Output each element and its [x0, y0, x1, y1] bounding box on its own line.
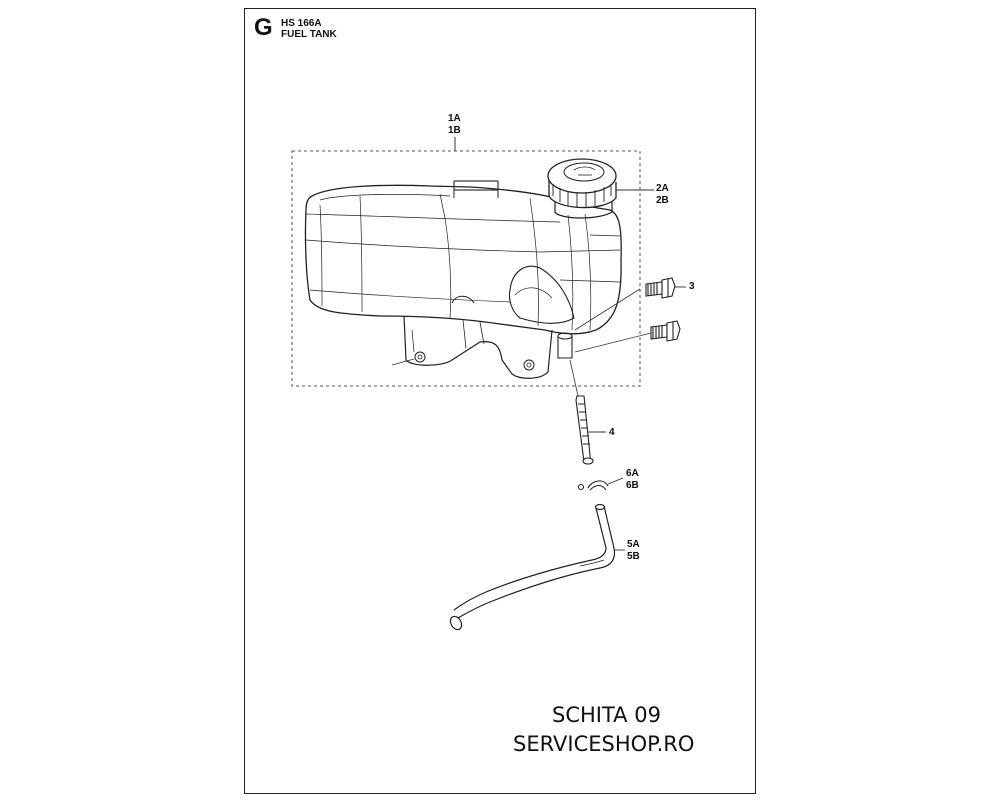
leader-bracket — [391, 358, 415, 366]
callout-tank-a: 1A — [448, 113, 461, 124]
fuel-filter — [575, 395, 594, 465]
callout-cap: 2A 2B — [656, 183, 669, 207]
callout-hose: 5A 5B — [627, 539, 640, 563]
section-title: FUEL TANK — [281, 29, 337, 40]
hose-clamp — [577, 480, 609, 491]
callout-hose-b: 5B — [627, 551, 640, 562]
model-number: HS 166A — [281, 18, 322, 29]
callout-clamp: 6A 6B — [626, 468, 639, 492]
assembly-line-screw-upper — [574, 288, 641, 331]
callout-cap-b: 2B — [656, 195, 669, 206]
section-letter: G — [254, 14, 273, 41]
callout-filter: 4 — [609, 427, 615, 438]
assembly-line-screw-lower — [574, 332, 652, 353]
callout-screw: 3 — [689, 281, 695, 292]
shop-name: SERVICESHOP.RO — [513, 732, 695, 756]
leader-clamp — [607, 477, 624, 485]
callout-tank-b: 1B — [448, 125, 461, 136]
screw-lower — [650, 320, 681, 342]
sketch-number: SCHITA 09 — [552, 703, 661, 727]
assembly-line-filter — [569, 359, 579, 397]
fuel-tank — [304, 180, 622, 379]
screw-upper — [645, 277, 676, 299]
fuel-hose — [449, 503, 616, 631]
drawing-frame — [244, 8, 756, 794]
callout-tank: 1A 1B — [448, 113, 461, 137]
callout-clamp-a: 6A — [626, 468, 639, 479]
callout-cap-a: 2A — [656, 183, 669, 194]
callout-hose-a: 5A — [627, 539, 640, 550]
assembly-boundary — [291, 150, 641, 387]
callout-clamp-b: 6B — [626, 480, 639, 491]
fuel-cap — [547, 158, 617, 209]
